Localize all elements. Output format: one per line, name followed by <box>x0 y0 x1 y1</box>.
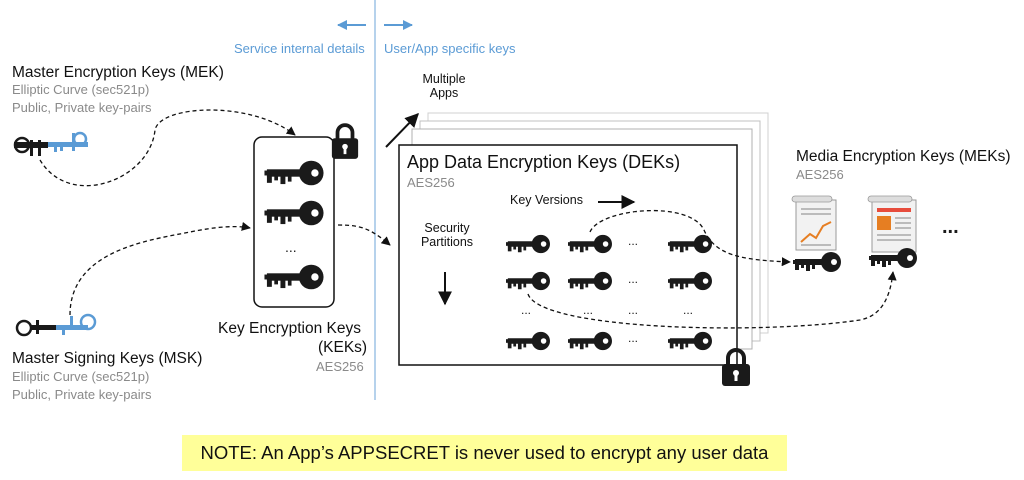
mek-to-kek-arrow <box>39 109 296 187</box>
dek-ellipsis: ... <box>628 303 639 317</box>
kek-ellipsis: ... <box>285 239 297 255</box>
dek-title: App Data Encryption Keys (DEKs) <box>407 152 681 172</box>
service-internal-label: Service internal details <box>234 41 365 56</box>
dek-ellipsis: ... <box>583 303 594 317</box>
dek-ellipsis: ... <box>683 303 694 317</box>
media-more-ellipsis: ... <box>942 216 959 238</box>
appsecret-note: NOTE: An App’s APPSECRET is never used t… <box>182 435 787 471</box>
mek-ornate-key-icon <box>13 131 88 156</box>
dek-ellipsis: ... <box>628 331 639 345</box>
media-key-icon <box>793 252 841 272</box>
multiple-apps-arrow <box>385 112 419 148</box>
kek-title: Key Encryption Keys <box>218 320 362 337</box>
mek-curve: Elliptic Curve (sec521p) <box>12 82 150 97</box>
kek-algorithm: AES256 <box>316 359 364 374</box>
dek-ellipsis: ... <box>521 303 532 317</box>
msk-keypairs: Public, Private key-pairs <box>12 387 152 402</box>
document-chart-icon <box>791 195 837 251</box>
dek-ellipsis: ... <box>628 234 639 248</box>
kek-lock-icon <box>332 125 358 159</box>
key-versions-label: Key Versions <box>510 193 583 207</box>
dek-ellipsis: ... <box>628 272 639 286</box>
user-app-keys-label: User/App specific keys <box>384 41 516 56</box>
mek-title: Master Encryption Keys (MEK) <box>12 64 224 81</box>
dek-to-media-arrow <box>589 209 791 267</box>
kek-to-dek-arrow <box>337 224 391 246</box>
msk-to-kek-arrow <box>69 221 251 316</box>
document-chart-icon <box>867 195 917 253</box>
dek-box <box>398 144 738 366</box>
media-title: Media Encryption Keys (MEKs) <box>796 148 1011 165</box>
kek-title-abbr: (KEKs) <box>318 339 368 356</box>
mek-keypairs: Public, Private key-pairs <box>12 100 152 115</box>
dek-algorithm: AES256 <box>407 175 455 190</box>
msk-curve: Elliptic Curve (sec521p) <box>12 369 150 384</box>
media-algorithm: AES256 <box>796 167 844 182</box>
msk-title: Master Signing Keys (MSK) <box>12 350 203 367</box>
msk-ornate-key-icon <box>15 313 97 337</box>
dek-to-media-arrow <box>527 271 897 329</box>
